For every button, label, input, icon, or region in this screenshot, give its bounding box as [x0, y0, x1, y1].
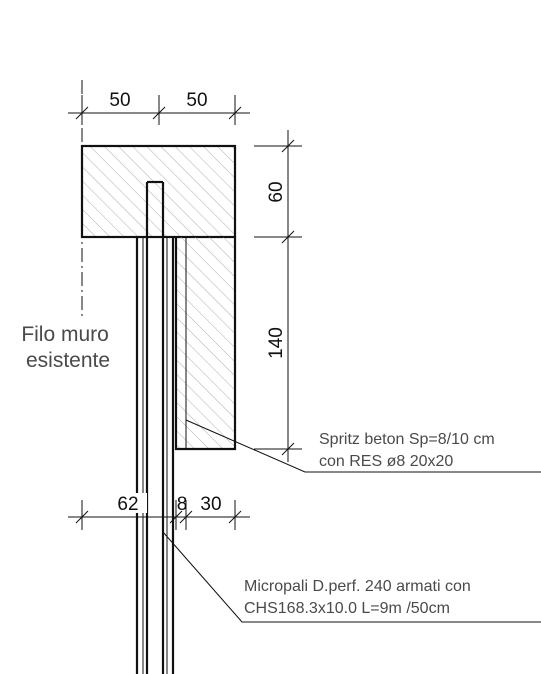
- leader-shotcrete: [185, 419, 541, 473]
- dim-bottom: 62 8 30: [68, 493, 250, 530]
- dim-top-left: 50: [109, 90, 130, 111]
- dim-bottom-mid: 8: [177, 494, 188, 515]
- cap-beam-hatch: [82, 146, 235, 237]
- shotcrete-hatch: [176, 237, 235, 449]
- label-shotcrete: Spritz beton Sp=8/10 cm con RES ø8 20x20: [319, 431, 499, 470]
- dim-bottom-left: 62: [117, 494, 138, 515]
- shotcrete-outline: [174, 237, 237, 451]
- leader-micropile: [162, 531, 541, 623]
- dim-bottom-right: 30: [200, 494, 221, 515]
- dim-top-right: 50: [186, 90, 207, 111]
- label-micropiles: Micropali D.perf. 240 armati con CHS168.…: [244, 578, 475, 617]
- label-existing-wall: Filo muro esistente: [21, 323, 114, 372]
- cap-beam-outline: [80, 144, 237, 239]
- micropile: [135, 180, 175, 674]
- dim-right-upper: 60: [266, 181, 287, 202]
- dim-top: 50 50: [68, 90, 250, 125]
- dim-right: 60 140: [254, 130, 302, 462]
- dim-right-lower: 140: [266, 327, 287, 359]
